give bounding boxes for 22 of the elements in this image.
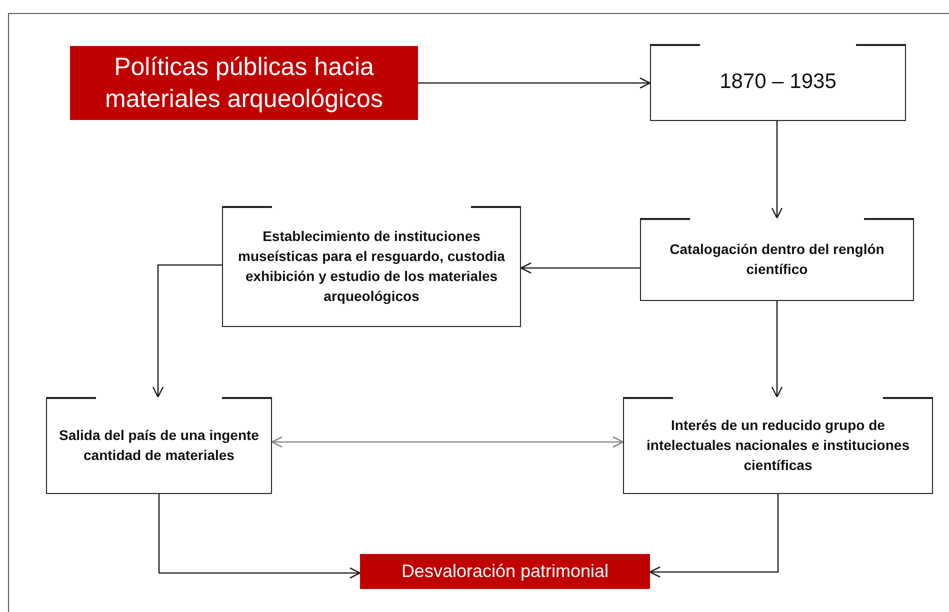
- arrow: [158, 494, 361, 579]
- arrow: [649, 494, 779, 578]
- highlight-box: [360, 554, 650, 589]
- box-text: Desvaloración patrimonial: [401, 560, 609, 583]
- arrow: [418, 77, 651, 89]
- process-box: [640, 218, 914, 301]
- process-box: [46, 397, 272, 494]
- arrow: [771, 121, 783, 219]
- box-text: Políticas públicas hacia materiales arqueológicos: [104, 52, 384, 115]
- arrow: [520, 262, 640, 274]
- process-box: [222, 206, 521, 327]
- arrow: [271, 436, 624, 448]
- box-text: Establecimiento de instituciones museísticas para el resguardo, custodia exhibición y estudio de los materiales arqueológicos: [237, 227, 506, 306]
- arrow: [771, 301, 783, 398]
- box-text: Salida del país de una ingente cantidad de materiales: [59, 426, 259, 465]
- process-box: [623, 397, 933, 494]
- arrow: [152, 264, 222, 398]
- highlight-box: [70, 46, 418, 120]
- box-text: Catalogación dentro del renglón científico: [668, 240, 886, 279]
- box-text: Interés de un reducido grupo de intelectuales nacionales e instituciones científicas: [646, 416, 910, 475]
- box-text: 1870 – 1935: [720, 69, 836, 96]
- process-box: [650, 44, 906, 121]
